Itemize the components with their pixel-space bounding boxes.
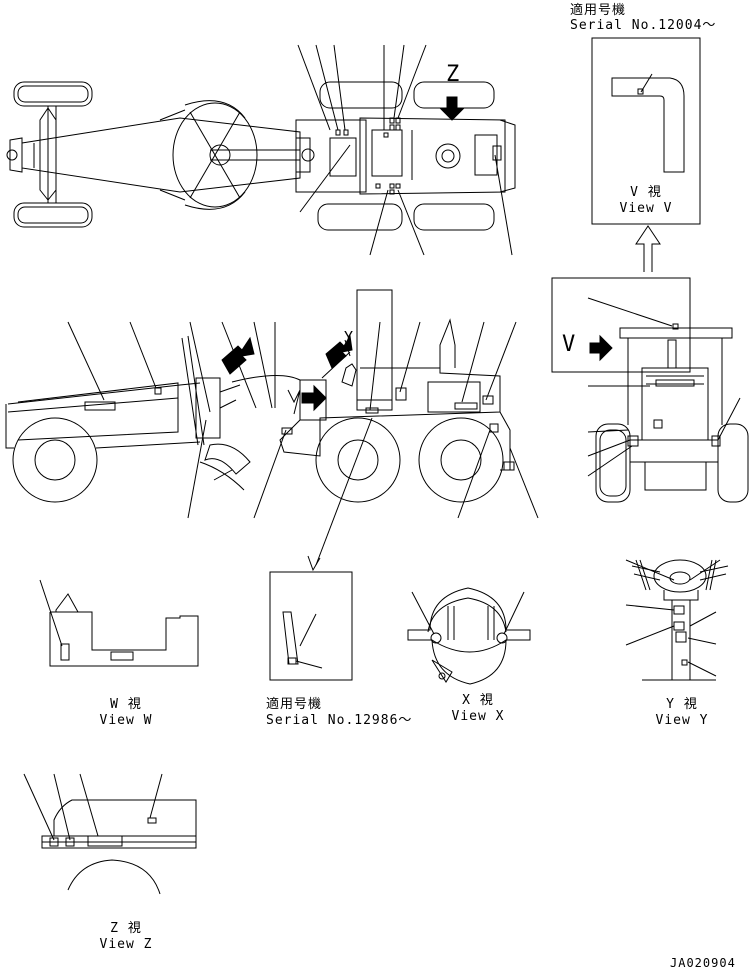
- view-w-detail: [39, 579, 199, 667]
- marker-z: Z: [446, 62, 461, 87]
- view-v-serial-jp: 適用号機: [570, 3, 627, 18]
- drawing-number: JA020904: [670, 956, 736, 970]
- view-v-serial-no: Serial No.12004～: [570, 18, 717, 33]
- view-x-title-en: View X: [451, 709, 505, 724]
- view-y-title-en: View Y: [655, 713, 709, 728]
- top-plan-view: [6, 44, 516, 256]
- view-v-title-jp: V 視: [630, 185, 662, 200]
- view-z-title-jp: Z 視: [110, 921, 142, 936]
- center-serial-jp: 適用号機: [266, 697, 323, 712]
- view-y-detail: [625, 559, 729, 681]
- front-view: [551, 225, 749, 503]
- view-v-detail: [591, 37, 701, 225]
- center-serial-no: Serial No.12986～: [266, 713, 413, 728]
- view-center-detail: [269, 571, 353, 681]
- view-y-title-jp: Y 視: [666, 697, 698, 712]
- view-z-title-en: View Z: [99, 937, 153, 952]
- view-v-title-en: View V: [619, 201, 673, 216]
- view-x-detail: [407, 587, 531, 685]
- view-x-title-jp: X 視: [462, 693, 494, 708]
- marker-v: V: [562, 332, 577, 357]
- view-z-detail: [23, 773, 197, 895]
- view-w-title-en: View W: [99, 713, 153, 728]
- side-elevation-view: [5, 289, 539, 572]
- marker-y: Y: [344, 328, 355, 346]
- view-w-title-jp: W 視: [110, 697, 142, 712]
